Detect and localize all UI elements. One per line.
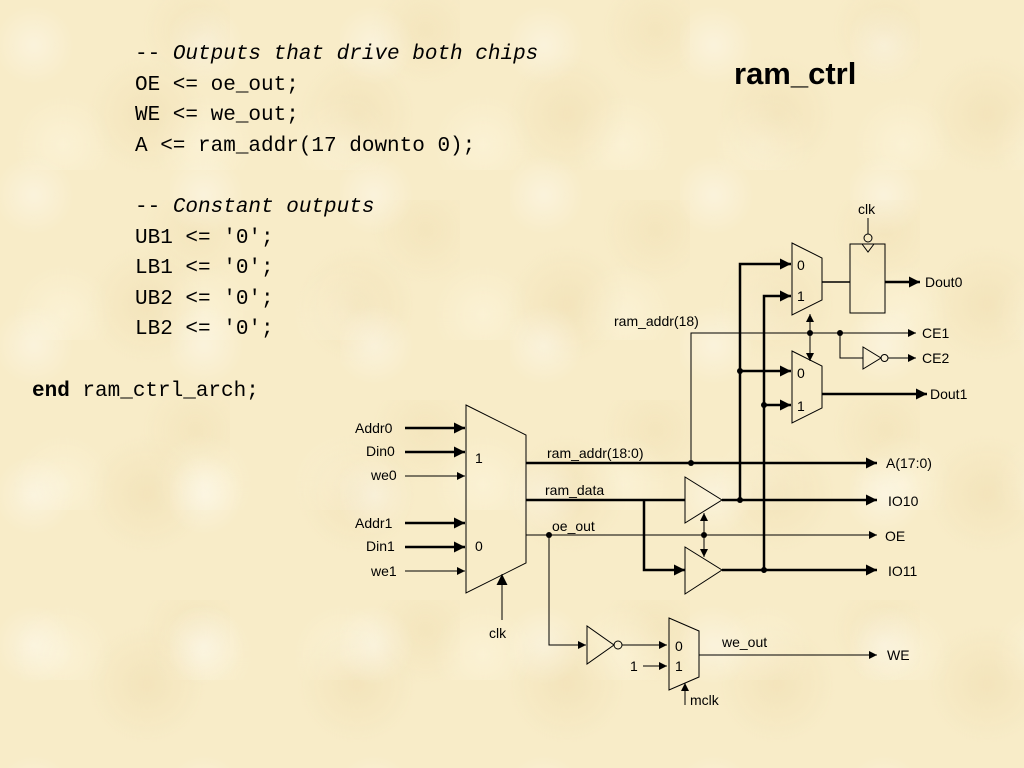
- output-we-label: WE: [887, 647, 910, 663]
- register-body: [849, 243, 886, 314]
- lower-mux-body: [791, 350, 823, 424]
- main-mux-body: [465, 404, 527, 594]
- output-ce2-label: CE2: [922, 350, 949, 366]
- input-we0-label: we0: [370, 467, 397, 483]
- io10-tap-junction: [737, 368, 743, 374]
- inverter-input-wire: [839, 333, 863, 359]
- output-a-label: A(17:0): [886, 455, 932, 471]
- ram-addr-18-label: ram_addr(18): [614, 313, 699, 329]
- code-line-lb1: LB1 <= '0';: [135, 257, 274, 281]
- code-line-oe: OE <= oe_out;: [135, 73, 299, 97]
- upper-mux-input-0-label: 0: [797, 257, 805, 273]
- ce-inverter-body: [862, 346, 882, 370]
- register-clock-triangle: [861, 243, 875, 253]
- end-keyword: end: [32, 380, 70, 403]
- oe-out-label: oe_out: [552, 518, 595, 534]
- output-oe-label: OE: [885, 528, 905, 544]
- oe-to-inverter-wire: [548, 535, 586, 649]
- output-ce1-label: CE1: [922, 325, 949, 341]
- we-mux-input-1-label: 1: [675, 658, 683, 674]
- output-dout0-label: Dout0: [925, 274, 963, 290]
- output-io11-label: IO11: [888, 563, 918, 579]
- output-register: clk Dout0: [849, 201, 963, 314]
- comment-outputs: -- Outputs that drive both chips: [135, 43, 539, 66]
- upper-mux-input-1-label: 1: [797, 288, 805, 304]
- io11-tristate-buffer: [684, 546, 723, 595]
- output-enable-path: oe_out OE: [526, 513, 905, 649]
- code-line-we: WE <= we_out;: [135, 104, 299, 128]
- slide-title: ram_ctrl: [734, 56, 857, 91]
- mux-inputs: Addr0 Din0 we0 Addr1 Din1 we1: [355, 420, 465, 579]
- we-mux-input-0-label: 0: [675, 638, 683, 654]
- comment-constant: -- Constant outputs: [135, 195, 375, 219]
- register-clock-bubble: [863, 233, 873, 243]
- ram-data-path: ram_data IO10 IO11: [526, 258, 919, 595]
- register-clk-label: clk: [858, 201, 876, 217]
- we-inverter-body: [586, 625, 615, 665]
- write-enable-path: 0 1 1 mclk we_out WE: [586, 617, 910, 708]
- code-line-ub1: UB1 <= '0';: [135, 226, 274, 250]
- ram-addr-bus: ram_addr(18:0) ram_addr(18) A(17:0): [526, 313, 932, 471]
- vhdl-code-block: -- Outputs that drive both chips OE <= o…: [135, 40, 538, 346]
- code-line-ub2: UB2 <= '0';: [135, 287, 274, 311]
- ram-data-label: ram_data: [545, 482, 604, 498]
- code-line-lb2: LB2 <= '0';: [135, 318, 274, 342]
- io11-to-upper-mux-wire: [762, 290, 791, 570]
- main-mux-input-0-label: 0: [475, 538, 483, 554]
- io10-tristate-buffer: [684, 476, 723, 524]
- lower-mux-input-1-label: 1: [797, 398, 805, 414]
- we-mux-const-one-label: 1: [630, 658, 638, 674]
- input-addr1-label: Addr1: [355, 515, 393, 531]
- main-mux-clk-label: clk: [489, 625, 507, 641]
- upper-output-mux: 0 1: [791, 242, 850, 316]
- input-din1-label: Din1: [366, 538, 395, 554]
- ce-inverter-bubble: [880, 354, 889, 362]
- code-end-line: end ram_ctrl_arch;: [32, 377, 259, 408]
- main-mux-input-1-label: 1: [475, 450, 483, 466]
- we-inverter-bubble: [613, 640, 623, 650]
- code-line-a: A <= ram_addr(17 downto 0);: [135, 134, 476, 158]
- ram-data-branch-wire: [642, 500, 685, 576]
- input-din0-label: Din0: [366, 443, 395, 459]
- input-addr0-label: Addr0: [355, 420, 393, 436]
- ram-addr-18-0-label: ram_addr(18:0): [547, 445, 644, 461]
- io10-to-upper-mux-wire: [738, 258, 791, 500]
- chip-enable-logic: CE1 CE2: [806, 314, 949, 370]
- we-out-label: we_out: [721, 634, 767, 650]
- end-architecture-name: ram_ctrl_arch;: [69, 380, 259, 403]
- input-we1-label: we1: [370, 563, 397, 579]
- output-io10-label: IO10: [888, 493, 919, 509]
- we-mux-mclk-label: mclk: [690, 692, 720, 708]
- main-multiplexer: 1 0 clk: [465, 404, 527, 641]
- io11-tap-junction: [761, 402, 767, 408]
- output-dout1-label: Dout1: [930, 386, 968, 402]
- upper-mux-body: [791, 242, 823, 316]
- we-mux-body: [668, 617, 700, 691]
- lower-mux-input-0-label: 0: [797, 365, 805, 381]
- lower-output-mux: 0 1 Dout1: [791, 350, 968, 424]
